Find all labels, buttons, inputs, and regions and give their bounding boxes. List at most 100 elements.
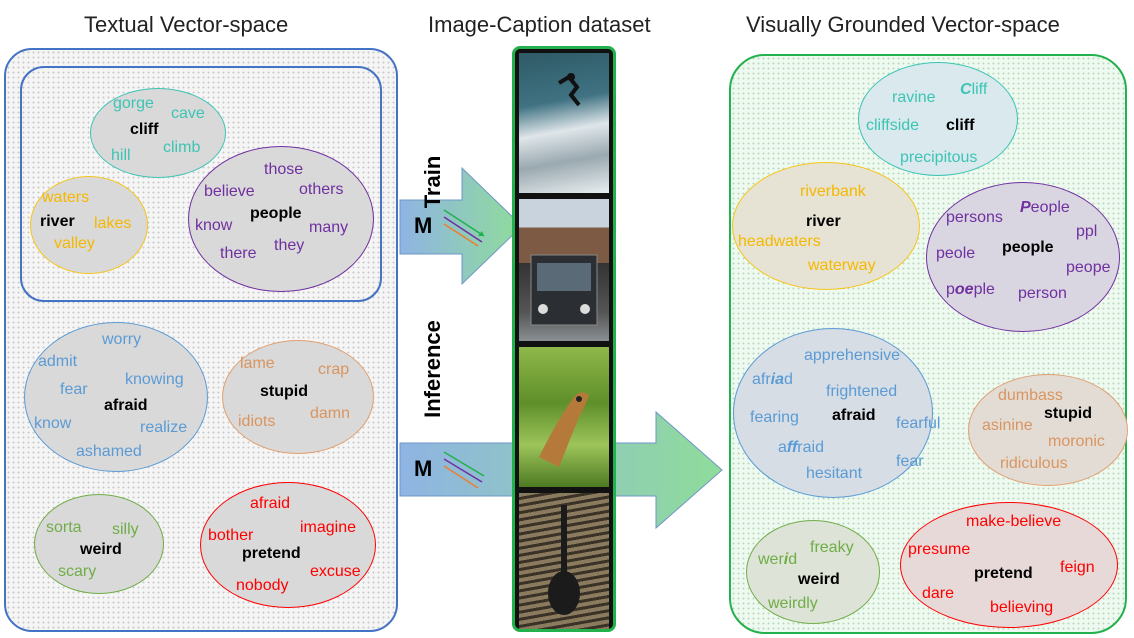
center-word: cliff xyxy=(946,117,975,134)
word: persons xyxy=(946,209,1003,226)
word: hesitant xyxy=(806,465,863,482)
word: cliffside xyxy=(866,117,920,134)
word: nobody xyxy=(236,577,289,594)
word: imagine xyxy=(300,519,357,536)
word: idiots xyxy=(238,413,276,430)
word: they xyxy=(274,237,305,254)
word: peope xyxy=(1066,259,1111,276)
giraffe-photo xyxy=(519,347,609,487)
inference-model-label: M xyxy=(414,456,433,481)
word: believe xyxy=(204,183,255,200)
grounded-cliff-cluster xyxy=(858,62,1018,176)
spoon-photo xyxy=(519,493,609,629)
word: cave xyxy=(171,105,205,122)
word: asinine xyxy=(982,417,1033,434)
word: fearing xyxy=(750,409,799,426)
word: those xyxy=(264,161,304,178)
image-caption-filmstrip xyxy=(512,46,616,632)
word: ravine xyxy=(892,89,936,106)
word: dumbass xyxy=(998,387,1063,404)
center-word: people xyxy=(250,205,302,222)
word: fear xyxy=(60,381,88,398)
textual-pretend-cluster xyxy=(200,482,376,608)
train-m-arrowheads xyxy=(478,231,484,236)
word: others xyxy=(299,181,344,198)
word: feign xyxy=(1060,559,1095,576)
word: frightened xyxy=(826,383,898,400)
textual-afraid-cluster xyxy=(24,322,208,472)
center-word: people xyxy=(1002,239,1054,256)
word: moronic xyxy=(1048,433,1105,450)
textual-stupid-cluster xyxy=(222,340,374,454)
word-typo: werid xyxy=(758,551,798,568)
word: knowing xyxy=(125,371,184,388)
word-typo: poeple xyxy=(946,281,995,298)
word: believing xyxy=(990,599,1054,616)
word: excuse xyxy=(310,563,361,580)
center-word: pretend xyxy=(974,565,1033,582)
bus-photo xyxy=(519,199,609,341)
word-capitalized: Cliff xyxy=(960,81,988,98)
word: headwaters xyxy=(738,233,821,250)
word: many xyxy=(309,219,349,236)
word: fear xyxy=(896,453,924,470)
grounded-pretend-cluster xyxy=(900,502,1118,628)
word: weirdly xyxy=(768,595,818,612)
word: ridiculous xyxy=(1000,455,1068,472)
word: there xyxy=(220,245,257,262)
word: crap xyxy=(318,361,350,378)
word: precipitous xyxy=(900,149,978,166)
word: sorta xyxy=(46,519,82,536)
title-visually-grounded-vector-space: Visually Grounded Vector-space xyxy=(746,12,1060,37)
grounded-weird-cluster xyxy=(746,520,880,624)
word: waters xyxy=(42,189,90,206)
inference-label: Inference xyxy=(420,320,445,418)
grounded-river-cluster xyxy=(732,162,920,290)
textual-people-cluster xyxy=(188,146,374,292)
surfer-photo xyxy=(519,53,609,193)
textual-weird-cluster xyxy=(34,494,164,594)
word: waterway xyxy=(808,257,876,274)
word: make-believe xyxy=(966,513,1062,530)
word: scary xyxy=(58,563,97,580)
train-label: Train xyxy=(420,155,445,209)
center-word: pretend xyxy=(242,545,301,562)
word-typo: affraid xyxy=(778,439,824,456)
textual-river-cluster xyxy=(30,176,148,274)
word: damn xyxy=(310,405,351,422)
train-model-lines xyxy=(443,209,485,247)
grounded-people-cluster xyxy=(926,182,1120,332)
word: bother xyxy=(208,527,254,544)
word: apprehensive xyxy=(804,347,901,364)
word: realize xyxy=(140,419,188,436)
grounded-afraid-cluster xyxy=(733,328,933,498)
word: presume xyxy=(908,541,971,558)
word: ppl xyxy=(1076,223,1098,240)
train-arrow xyxy=(399,166,523,286)
center-word: weird xyxy=(80,541,122,558)
word: afraid xyxy=(250,495,291,512)
word: hill xyxy=(111,147,131,164)
word: know xyxy=(195,217,233,234)
word: lame xyxy=(240,355,275,372)
word: dare xyxy=(922,585,955,602)
title-textual-vector-space: Textual Vector-space xyxy=(84,12,289,37)
center-word: afraid xyxy=(104,397,148,414)
grounded-stupid-cluster xyxy=(968,374,1128,486)
word: gorge xyxy=(113,95,154,112)
word: worry xyxy=(102,331,142,348)
center-word: river xyxy=(806,213,841,230)
inference-model-lines xyxy=(443,451,485,489)
title-image-caption-dataset: Image-Caption dataset xyxy=(428,12,651,37)
word: know xyxy=(34,415,72,432)
word: person xyxy=(1018,285,1067,302)
word: riverbank xyxy=(800,183,866,200)
word: admit xyxy=(38,353,78,370)
center-word: afraid xyxy=(832,407,876,424)
center-word: stupid xyxy=(1044,405,1092,422)
word: valley xyxy=(54,235,95,252)
textual-cliff-cluster xyxy=(90,88,226,178)
word-typo: afriad xyxy=(752,371,793,388)
center-word: cliff xyxy=(130,121,159,138)
word-capitalized: People xyxy=(1020,199,1070,216)
